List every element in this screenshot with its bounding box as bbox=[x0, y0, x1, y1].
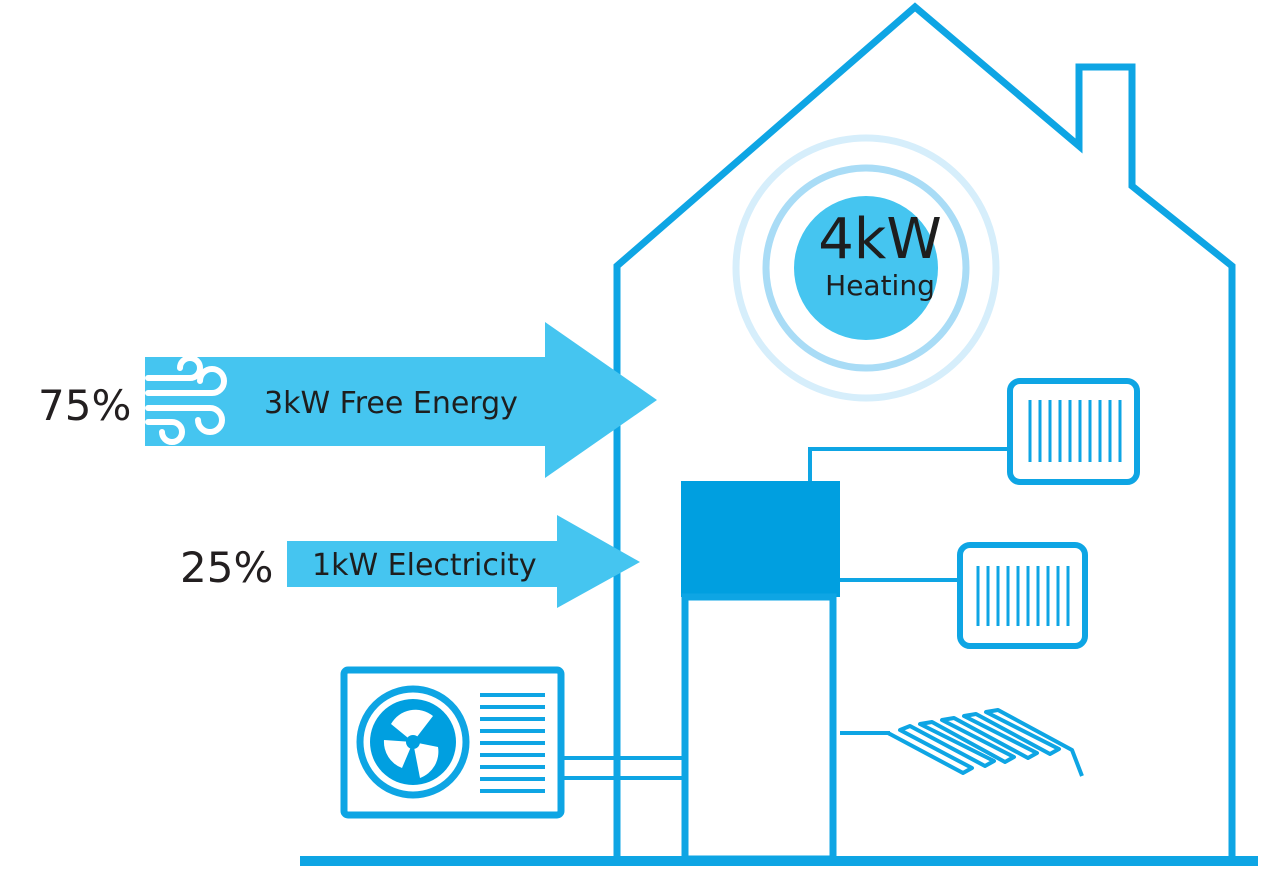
electricity-label: 1kW Electricity bbox=[312, 548, 537, 583]
tank-body bbox=[681, 593, 837, 863]
heating-value: 4kW bbox=[818, 207, 941, 272]
radiator-icon bbox=[1007, 378, 1140, 485]
radiator-icon bbox=[957, 542, 1088, 649]
free-energy-percent: 75% bbox=[38, 381, 131, 430]
wind-icon bbox=[145, 355, 227, 445]
outdoor-unit bbox=[340, 666, 565, 819]
free-energy-label: 3kW Free Energy bbox=[264, 386, 518, 421]
fan-icon bbox=[356, 685, 470, 799]
underfloor-heating-icon bbox=[887, 708, 1084, 777]
heating-ring-inner bbox=[762, 164, 970, 372]
heating-circle bbox=[794, 196, 938, 340]
electricity-arrow bbox=[287, 515, 640, 608]
tank-top bbox=[681, 481, 840, 597]
electricity-percent: 25% bbox=[180, 543, 273, 592]
heating-ring-outer bbox=[732, 134, 1000, 402]
heating-label: Heating bbox=[825, 269, 935, 302]
house-outline bbox=[613, 2, 1236, 857]
pipes bbox=[561, 447, 1010, 780]
free-energy-arrow bbox=[145, 322, 657, 478]
